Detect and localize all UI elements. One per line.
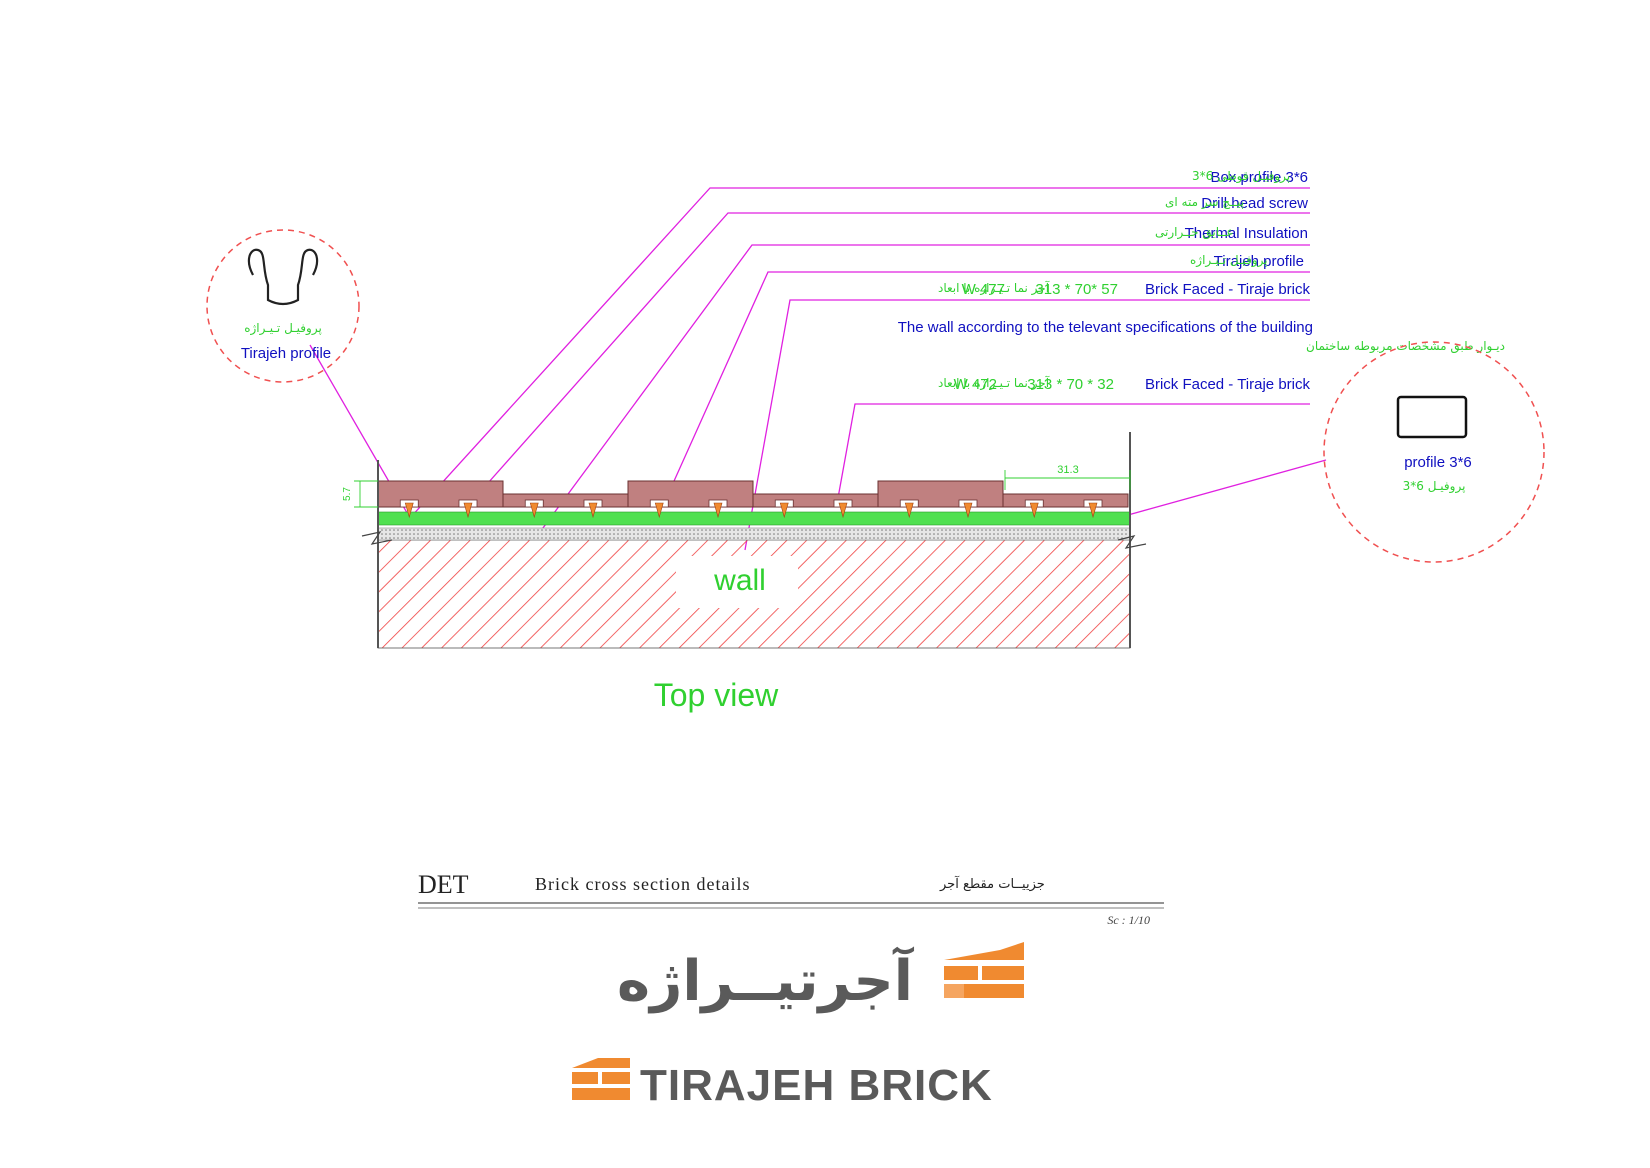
screw-icon (713, 502, 723, 519)
brick-w472 (1002, 493, 1129, 508)
callout-screw-en: Drill head screw (1201, 195, 1308, 212)
callout-brick1-en: Brick Faced - Tiraje brick (1145, 281, 1311, 298)
dimension-height-value: 5.7 (342, 487, 353, 501)
callout-screw-fa: پیــچ سر مته ای (1165, 195, 1244, 210)
logo-fa-text: آجرتیــراژه (617, 946, 915, 1014)
brick-row (377, 480, 1129, 519)
title-fa: جزییــات مقطع آجر (939, 875, 1045, 892)
callout-brick2-code: W 472 (954, 376, 997, 393)
brick-w477 (877, 480, 1004, 508)
callout-insulation-fa: عــایق حــرارتی (1155, 225, 1234, 240)
callout-labels: Box profile 3*6 پروفیـل قوطی 6*3 Drill h… (898, 169, 1505, 393)
screw-icon (654, 502, 664, 519)
callout-brick1-fa: آجر نما تـیـراژه با ابعاد (938, 280, 1050, 296)
brick-w472 (752, 493, 879, 508)
callout-brick2-dims: 313 * 70 * 32 (1027, 376, 1114, 393)
detail-left-en: Tirajeh profile (241, 345, 331, 362)
brick-w477 (627, 480, 754, 508)
logo-bricks-icon-bottom (572, 1058, 630, 1100)
title-scale: Sc : 1/10 (1107, 913, 1150, 927)
callout-brick1-dims: 313 * 70* 57 (1035, 281, 1118, 298)
screw-icon (1088, 502, 1098, 519)
callout-brick2-en: Brick Faced - Tiraje brick (1145, 376, 1311, 393)
detail-right-en: profile 3*6 (1404, 454, 1472, 471)
title-en: Brick cross section details (535, 874, 750, 894)
thermal-insulation-layer (377, 511, 1131, 526)
callout-box-profile-fa: پروفیـل قوطی 6*3 (1192, 169, 1290, 184)
title-block: DET Brick cross section details جزییــات… (418, 870, 1164, 927)
wall-finish-strip (377, 527, 1131, 541)
screw-icon (963, 502, 973, 519)
screw-icon (588, 502, 598, 519)
screw-icon (463, 502, 473, 519)
screw-icon (1029, 502, 1039, 519)
detail-right-fa: پروفیـل 6*3 (1403, 479, 1466, 494)
callout-brick1-code: W 477 (962, 281, 1005, 298)
callout-box-profile-en: Box profile 3*6 (1210, 169, 1308, 186)
callout-profile-fa: پروفیـل تـیـراژه (1190, 253, 1268, 268)
screw-icon (838, 502, 848, 519)
brand-logo: آجرتیــراژه TIRAJEH BRICK (572, 942, 1024, 1110)
screw-icon (529, 502, 539, 519)
box-profile-icon (1396, 395, 1468, 439)
brick-w477 (377, 480, 504, 508)
view-label: Top view (654, 677, 779, 713)
wall-label: wall (713, 564, 766, 597)
detail-circle-right: profile 3*6 پروفیـل 6*3 (1323, 341, 1545, 563)
callout-wall-en: The wall according to the televant speci… (898, 319, 1313, 336)
section-drawing: wall 5.7 31.3 (342, 432, 1147, 649)
callout-insulation-en: Thermal Insulation (1185, 225, 1308, 242)
screw-icon (779, 502, 789, 519)
screw-icon (404, 502, 414, 519)
brick-w472 (502, 493, 629, 508)
screw-icon (904, 502, 914, 519)
tirajeh-profile-icon (247, 248, 319, 306)
dimension-height (354, 480, 378, 508)
leader-lines (309, 187, 1327, 551)
title-code: DET (418, 870, 469, 899)
callout-profile-en: Tirajeh profile (1214, 253, 1304, 270)
detail-circle-left: پروفیـل تـیـراژه Tirajeh profile (206, 229, 360, 383)
logo-bricks-icon-top (944, 942, 1024, 998)
logo-en-text: TIRAJEH BRICK (640, 1061, 993, 1110)
dimension-width-value: 31.3 (1057, 464, 1078, 476)
callout-brick2-fa: آجر نما تـیـراژه با ابعاد (938, 375, 1050, 391)
detail-left-fa: پروفیـل تـیـراژه (244, 321, 322, 336)
dimension-width (1004, 470, 1131, 490)
